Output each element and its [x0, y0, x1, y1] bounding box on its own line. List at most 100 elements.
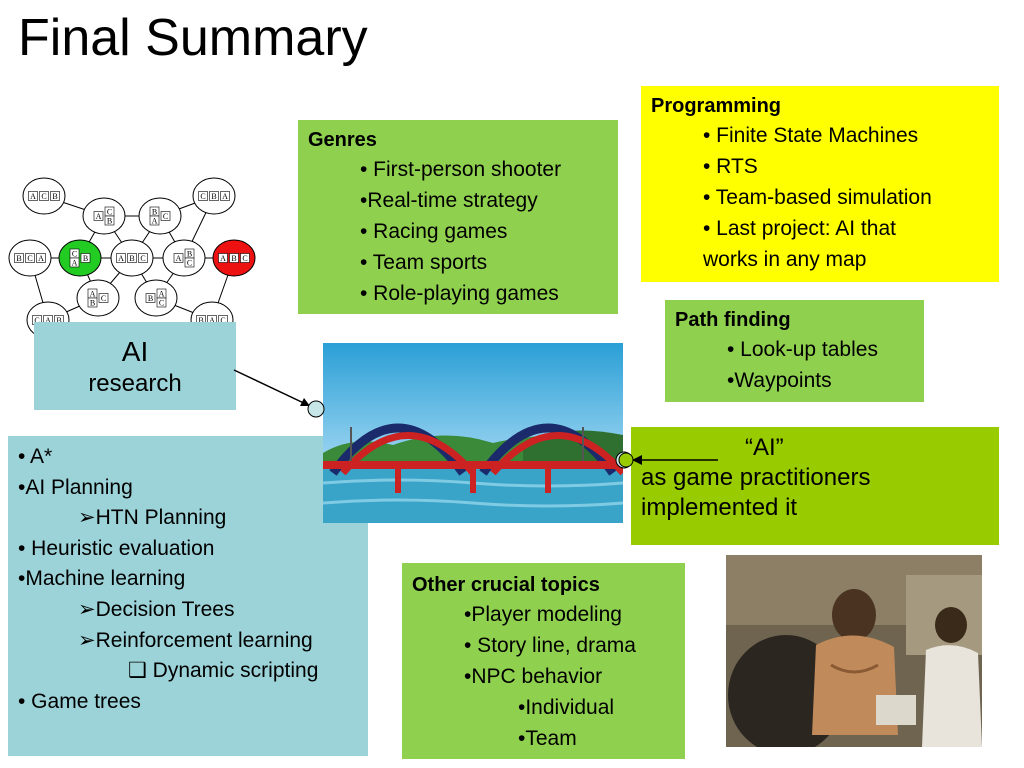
other-topics-heading: Other crucial topics	[412, 574, 600, 596]
block	[39, 191, 49, 201]
block-label: B	[187, 250, 192, 259]
list-item: ➢HTN Planning	[78, 506, 227, 530]
programming-box: Programming • Finite State Machines • RT…	[641, 86, 999, 282]
ai-research-sublabel: research	[88, 370, 182, 397]
block	[36, 253, 46, 263]
block	[14, 253, 24, 263]
block-label: B	[211, 192, 216, 201]
list-item: • Finite State Machines	[703, 124, 919, 147]
block-label: A	[209, 316, 215, 325]
list-item: •Waypoints	[727, 369, 832, 392]
block-label: C	[220, 316, 225, 325]
programming-heading: Programming	[651, 95, 782, 117]
block-label: B	[152, 208, 157, 217]
block	[80, 253, 91, 263]
game-ai-label: “AI”	[745, 434, 784, 461]
block	[25, 253, 35, 263]
martial-arts-photo	[726, 555, 982, 747]
list-item: works in any map	[703, 248, 867, 271]
list-item: • Look-up tables	[727, 338, 878, 361]
list-item: •Team	[518, 727, 577, 750]
list-item: •NPC behavior	[464, 665, 603, 688]
block	[240, 253, 250, 263]
game-ai-line: implemented it	[641, 494, 798, 521]
block-label: C	[107, 208, 112, 217]
block	[138, 253, 148, 263]
research-topics-box: • A* •AI Planning ➢HTN Planning • Heuris…	[8, 436, 368, 756]
block-label: C	[187, 259, 192, 268]
block	[93, 211, 104, 221]
other-topics-box: Other crucial topics •Player modeling • …	[402, 563, 685, 759]
connector-arrows	[233, 369, 650, 469]
block-label: A	[152, 217, 158, 226]
list-item: • Game trees	[18, 689, 141, 713]
list-item: • Team-based simulation	[703, 186, 932, 209]
list-item: • Last project: AI that	[703, 217, 896, 240]
ai-research-label: AI	[121, 336, 149, 367]
block	[98, 293, 109, 303]
list-item: ❑ Dynamic scripting	[128, 659, 319, 683]
block-label: A	[90, 290, 96, 299]
block	[145, 293, 156, 303]
block	[229, 253, 239, 263]
list-item: •Individual	[518, 696, 615, 719]
block-label: A	[176, 254, 182, 263]
list-item: •Real-time strategy	[360, 189, 538, 212]
block-label: A	[72, 259, 78, 268]
game-ai-box: “AI” as game practitioners implemented i…	[631, 427, 999, 545]
block	[220, 191, 230, 201]
list-item: •Machine learning	[18, 567, 186, 591]
block-label: B	[129, 254, 134, 263]
list-item: • A*	[18, 445, 53, 468]
block	[149, 215, 160, 226]
block	[218, 253, 228, 263]
block-label: A	[45, 316, 51, 325]
block-label: C	[163, 212, 168, 221]
block-label: A	[159, 290, 165, 299]
list-item: • Story line, drama	[464, 634, 636, 657]
list-item: • Team sports	[360, 251, 488, 274]
block	[127, 253, 137, 263]
block	[87, 297, 98, 308]
block	[156, 297, 167, 308]
block-label: B	[90, 299, 95, 308]
block	[209, 191, 219, 201]
list-item: •AI Planning	[18, 475, 133, 499]
block	[198, 191, 208, 201]
block	[184, 257, 195, 268]
block-label: B	[52, 192, 57, 201]
block	[50, 191, 60, 201]
list-item: • Racing games	[360, 220, 508, 243]
block	[28, 191, 38, 201]
genres-heading: Genres	[308, 129, 377, 151]
ai-research-box: AI research	[34, 322, 236, 410]
block-label: B	[198, 316, 203, 325]
path-finding-box: Path finding • Look-up tables •Waypoints	[665, 300, 924, 402]
list-item: • Heuristic evaluation	[18, 536, 215, 560]
list-item: • RTS	[703, 155, 758, 178]
game-ai-line: as game practitioners	[641, 464, 871, 491]
block	[160, 211, 171, 221]
block-label: B	[148, 294, 153, 303]
page-title: Final Summary	[18, 9, 368, 67]
block-label: B	[56, 316, 61, 325]
block-label: C	[101, 294, 106, 303]
list-item: ➢Reinforcement learning	[78, 628, 313, 652]
block-label: B	[231, 254, 236, 263]
list-item: • Role-playing games	[360, 282, 559, 305]
block-label: B	[83, 254, 88, 263]
genres-box: Genres • First-person shooter •Real-time…	[298, 120, 618, 314]
block-label: A	[38, 254, 44, 263]
block-label: A	[118, 254, 124, 263]
block-label: C	[140, 254, 145, 263]
block-label: C	[72, 250, 77, 259]
